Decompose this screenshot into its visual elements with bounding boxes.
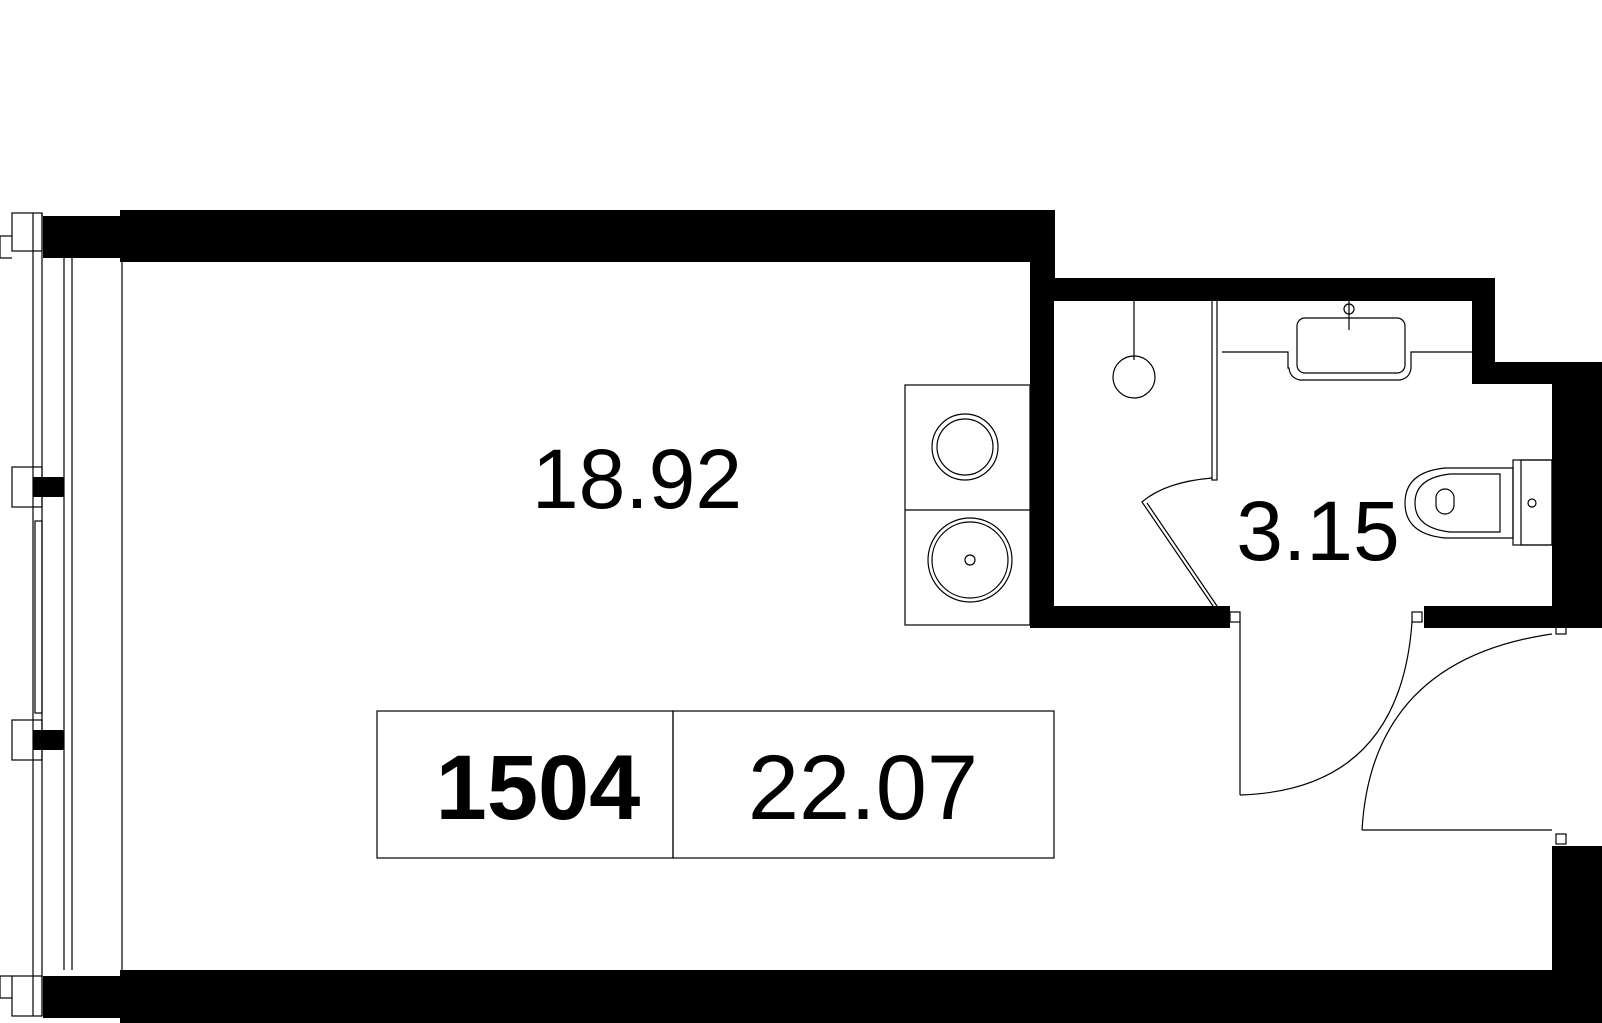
window-frame: [0, 212, 123, 1017]
toilet: [1404, 459, 1553, 546]
wall-bath-left-upper: [1030, 210, 1055, 280]
shower-door: [1141, 477, 1214, 607]
wall-bottom: [120, 970, 1552, 1023]
wall-bottom-left-stub: [43, 976, 123, 1018]
wall-right-upper: [1552, 362, 1602, 628]
living-room-area: 18.92: [532, 432, 742, 526]
doors: [1229, 611, 1567, 845]
bathroom-area: 3.15: [1236, 484, 1400, 578]
wall-left-pier-1: [33, 477, 64, 497]
wall-bath-left: [1030, 278, 1054, 628]
apartment-info-box: 1504 22.07: [376, 710, 1055, 859]
shower-head: [1112, 355, 1156, 399]
wall-top-left-stub: [43, 216, 123, 258]
shower-partition: [1211, 299, 1218, 481]
wall-bath-notch-v: [1472, 278, 1495, 384]
cooktop-burner: [931, 413, 999, 481]
wall-bath-top: [1030, 278, 1495, 301]
wall-top: [120, 210, 1055, 262]
bathroom-door: [1229, 611, 1423, 796]
wall-bath-bottom-left: [1030, 606, 1230, 628]
walls: [33, 210, 1602, 1023]
bathroom-fixtures: [1112, 299, 1553, 607]
wall-left-pier-2: [33, 730, 64, 750]
entrance-door: [1361, 623, 1567, 845]
apartment-number: 1504: [436, 737, 641, 839]
sink-bowl: [927, 517, 1013, 603]
wall-bath-bottom-right: [1424, 606, 1555, 628]
kitchen-unit: [904, 384, 1031, 626]
apartment-total-area: 22.07: [748, 737, 978, 839]
washbasin: [1222, 351, 1472, 381]
wall-right-lower: [1552, 846, 1602, 1023]
